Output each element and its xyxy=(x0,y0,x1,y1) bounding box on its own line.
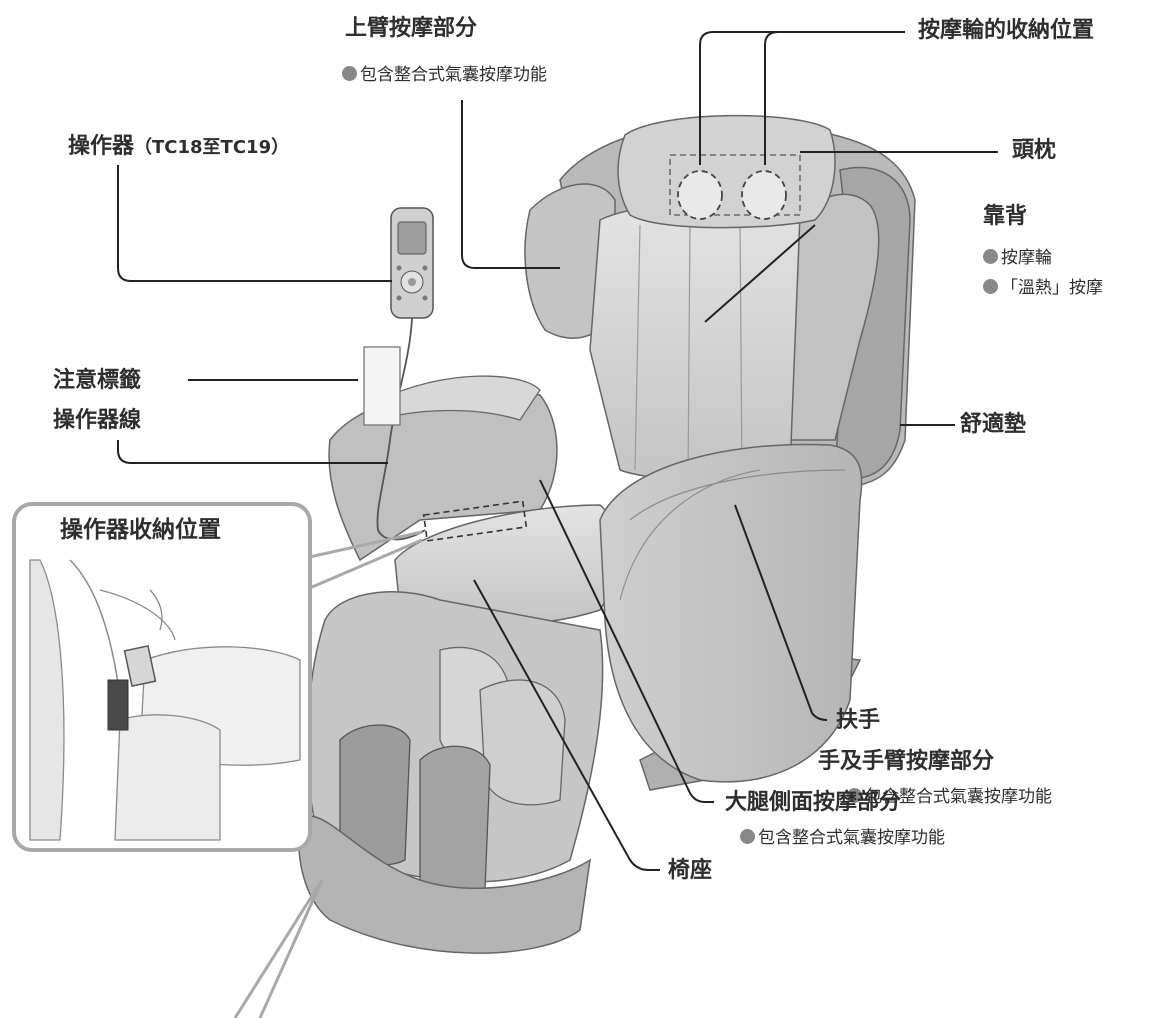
label-armrest-sub: 手及手臂按摩部分 xyxy=(818,749,995,774)
roller-storage-right xyxy=(741,170,787,220)
inset-callout-pointer xyxy=(304,530,423,592)
roller-storage-dashed-area xyxy=(669,154,801,216)
label-controller: 操作器（TC18至TC19） xyxy=(68,136,289,158)
remote-controller xyxy=(390,207,434,319)
label-backrest-note-1: 按摩輪 xyxy=(983,249,1052,267)
bullet-icon xyxy=(847,788,862,803)
label-comfort-pad: 舒適墊 xyxy=(960,412,1027,437)
thigh-side-note-text: 包含整合式氣囊按摩功能 xyxy=(758,828,945,848)
backrest-note-1-text: 按摩輪 xyxy=(1001,248,1052,268)
label-upper-arm-note: 包含整合式氣囊按摩功能 xyxy=(342,66,547,84)
inset-detail-illustration xyxy=(29,559,301,841)
leg-rest-front xyxy=(298,815,591,954)
label-controller-storage: 操作器收納位置 xyxy=(60,517,221,543)
label-upper-arm: 上臂按摩部分 xyxy=(345,16,478,41)
bullet-icon xyxy=(983,279,998,294)
label-controller-cord: 操作器線 xyxy=(53,408,142,433)
label-roller-storage: 按摩輪的收納位置 xyxy=(918,18,1095,43)
label-armrest-note: 包含整合式氣囊按摩功能 xyxy=(847,788,1052,806)
controller-model-text: （TC18至TC19） xyxy=(134,137,290,158)
label-thigh-side-note: 包含整合式氣囊按摩功能 xyxy=(740,829,945,847)
label-backrest: 靠背 xyxy=(983,204,1028,229)
bullet-icon xyxy=(342,66,357,81)
label-headrest: 頭枕 xyxy=(1012,138,1057,163)
upper-arm-note-text: 包含整合式氣囊按摩功能 xyxy=(360,65,547,85)
label-caution: 注意標籤 xyxy=(53,368,142,393)
label-thigh-side: 大腿側面按摩部分 xyxy=(725,790,902,815)
label-backrest-note-2: 「溫熱」按摩 xyxy=(983,279,1103,297)
armrest-note-text: 包含整合式氣囊按摩功能 xyxy=(865,787,1052,807)
label-armrest: 扶手 xyxy=(836,708,881,733)
upper-arm-wing xyxy=(524,183,616,339)
caution-tag xyxy=(363,346,401,426)
label-seat: 椅座 xyxy=(668,858,713,883)
right-armrest-shape xyxy=(599,443,863,783)
roller-storage-left xyxy=(677,170,723,220)
bullet-icon xyxy=(983,249,998,264)
headrest-shape xyxy=(617,114,836,229)
foot-well-right xyxy=(419,745,491,896)
controller-title-text: 操作器 xyxy=(68,134,135,159)
backrest-shape xyxy=(589,201,801,481)
bullet-icon xyxy=(740,829,755,844)
thigh-lobe-right xyxy=(479,679,566,806)
backrest-note-2-text: 「溫熱」按摩 xyxy=(1001,278,1103,298)
